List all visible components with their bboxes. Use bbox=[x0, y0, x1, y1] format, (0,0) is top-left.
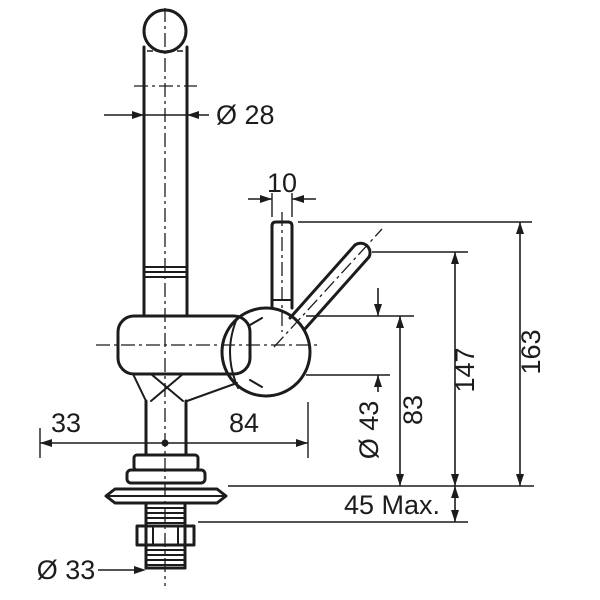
lever-tilted bbox=[288, 241, 372, 332]
max-deck-thickness-label: 45 Max. bbox=[344, 490, 440, 520]
total-height-label: 163 bbox=[516, 329, 546, 374]
dim-outlet-height: 83 bbox=[396, 316, 428, 486]
lever-width-label: 10 bbox=[267, 168, 297, 198]
dim-lever-height: 147 bbox=[372, 251, 480, 486]
lever-height-label: 147 bbox=[450, 347, 480, 392]
dim-spout-diameter: Ø 28 bbox=[104, 100, 275, 130]
dim-horizontal-offsets: 33 84 bbox=[39, 402, 309, 458]
dim-total-height: 163 bbox=[298, 221, 546, 486]
dim-lever-width: 10 bbox=[248, 168, 316, 217]
mounting-shank bbox=[135, 501, 196, 570]
spout-diameter-label: Ø 28 bbox=[216, 100, 275, 130]
lever-upright bbox=[270, 220, 294, 310]
handle-base bbox=[220, 306, 312, 398]
body-base-transition bbox=[132, 373, 238, 402]
mounting-nut bbox=[135, 524, 196, 547]
outlet-height-label: 83 bbox=[398, 395, 428, 425]
dim-max-deck-thickness: 45 Max. bbox=[198, 485, 534, 523]
shank-diameter-label: Ø 33 bbox=[37, 555, 96, 585]
escutcheon bbox=[125, 453, 207, 485]
deck-plate bbox=[104, 487, 228, 505]
faucet-outline bbox=[104, 8, 372, 570]
center-reference-dot bbox=[161, 439, 169, 447]
dim-body-diameter: Ø 43 bbox=[306, 288, 414, 459]
dim-shank-diameter: Ø 33 bbox=[37, 555, 146, 585]
offset-left-label: 33 bbox=[51, 408, 81, 438]
centerlines bbox=[96, 8, 383, 586]
body-diameter-label: Ø 43 bbox=[354, 401, 384, 460]
offset-right-label: 84 bbox=[229, 408, 259, 438]
spout-top-circle bbox=[142, 8, 188, 54]
